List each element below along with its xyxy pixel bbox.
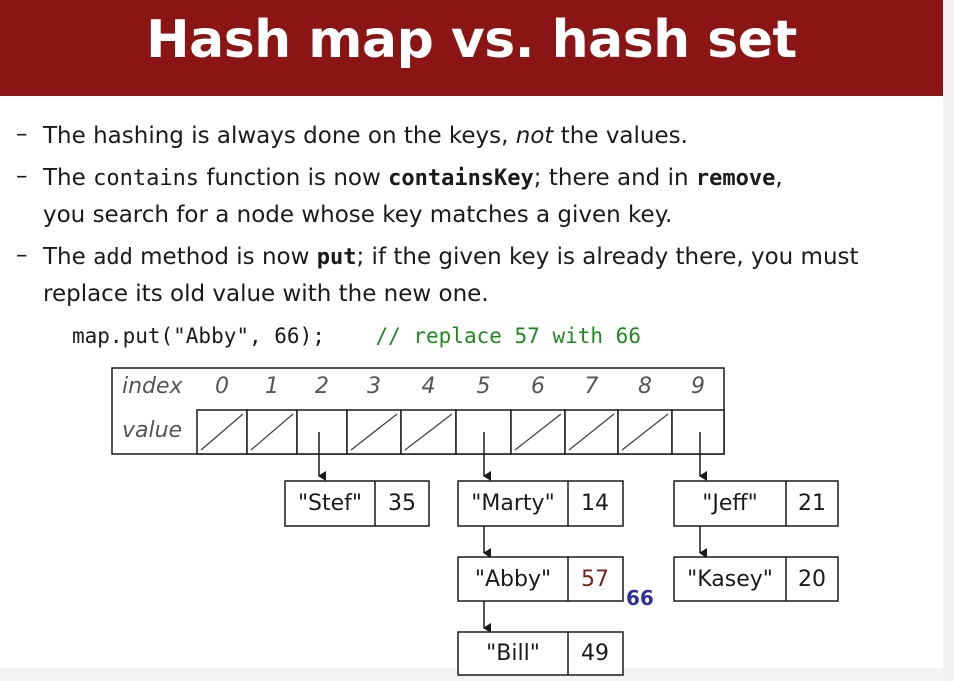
- node-key: "Stef": [298, 491, 362, 516]
- bullet-text: The hashing is always done on the keys,: [43, 123, 516, 149]
- node-new-value: 66: [626, 586, 654, 610]
- index-label-5: 5: [477, 374, 491, 399]
- node-marty: "Marty" 14: [457, 480, 624, 527]
- bullet-text: The: [43, 165, 94, 191]
- slide-title: Hash map vs. hash set: [146, 10, 797, 70]
- index-label-8: 8: [638, 374, 652, 399]
- bullet-text: you search for a node whose key matches …: [43, 202, 673, 228]
- bullet-text: the values.: [553, 123, 688, 149]
- node-value: 14: [581, 491, 609, 516]
- node-bill: "Bill" 49: [457, 631, 624, 676]
- node-value: 49: [581, 641, 609, 666]
- bullet-text: ; there and in: [533, 165, 696, 191]
- bullet-text: ; if the given key is already there, you…: [356, 244, 859, 270]
- code-comment: // replace 57 with 66: [375, 324, 641, 348]
- index-label: index: [122, 374, 184, 399]
- bullet-keys-hashing: – The hashing is always done on the keys…: [16, 118, 936, 154]
- index-label-6: 6: [531, 374, 545, 399]
- index-label-3: 3: [367, 374, 381, 399]
- bullet-text: ,: [775, 165, 783, 191]
- null-slash-4: [404, 413, 453, 451]
- bullet-list: – The hashing is always done on the keys…: [16, 118, 936, 312]
- code-add: add: [93, 245, 133, 270]
- node-kasey: "Kasey" 20: [673, 556, 839, 602]
- code-remove: remove: [695, 166, 776, 191]
- node-value: 21: [798, 491, 826, 516]
- value-cells: [196, 409, 725, 455]
- index-label-0: 0: [215, 374, 229, 399]
- index-labels: 0 1 2 3 4 5 6 7 8 9: [215, 374, 705, 399]
- node-stef: "Stef" 35: [284, 480, 430, 527]
- code-statement: map.put("Abby", 66);: [72, 324, 325, 348]
- bullet-dash: –: [16, 163, 28, 189]
- bullet-text: The: [43, 244, 94, 270]
- node-jeff: "Jeff" 21: [673, 480, 839, 527]
- bullet-text: replace its old value with the new one.: [43, 281, 489, 307]
- title-bar: [0, 0, 943, 96]
- null-slash-3: [350, 413, 398, 451]
- node-key: "Abby": [475, 567, 551, 592]
- bullet-dash: –: [16, 121, 28, 147]
- node-key: "Jeff": [702, 491, 757, 516]
- bullet-emphasis: not: [515, 123, 554, 149]
- node-key: "Bill": [486, 641, 540, 666]
- code-contains: contains: [93, 166, 200, 191]
- node-abby: "Abby" 57 66: [457, 556, 654, 610]
- node-value: 35: [388, 491, 416, 516]
- code-containskey: containsKey: [388, 166, 534, 191]
- code-example: map.put("Abby", 66); // replace 57 with …: [72, 320, 641, 352]
- node-key: "Kasey": [687, 567, 773, 592]
- node-old-value: 57: [581, 567, 609, 592]
- index-label-7: 7: [585, 374, 599, 399]
- bullet-dash: –: [16, 242, 28, 268]
- index-label-1: 1: [265, 374, 279, 399]
- index-label-9: 9: [691, 374, 705, 399]
- right-edge-strip: [943, 0, 954, 681]
- node-value: 20: [798, 567, 826, 592]
- index-label-2: 2: [315, 374, 329, 399]
- code-put: put: [316, 245, 357, 270]
- value-cell-2: [296, 409, 348, 455]
- bullet-text: function is now: [199, 165, 389, 191]
- null-slash-1: [250, 413, 294, 451]
- node-key: "Marty": [471, 491, 554, 516]
- null-slash-6: [514, 413, 562, 451]
- null-slash-0: [200, 413, 244, 451]
- bullet-put-method: – The add method is now put; if the give…: [16, 239, 936, 312]
- bullet-text: method is now: [132, 244, 317, 270]
- index-label-4: 4: [422, 374, 436, 399]
- null-slash-8: [621, 413, 669, 451]
- value-label: value: [122, 418, 182, 443]
- bullet-contains-key: – The contains function is now containsK…: [16, 160, 936, 233]
- null-slash-7: [568, 413, 615, 451]
- value-cell-9: [671, 409, 725, 455]
